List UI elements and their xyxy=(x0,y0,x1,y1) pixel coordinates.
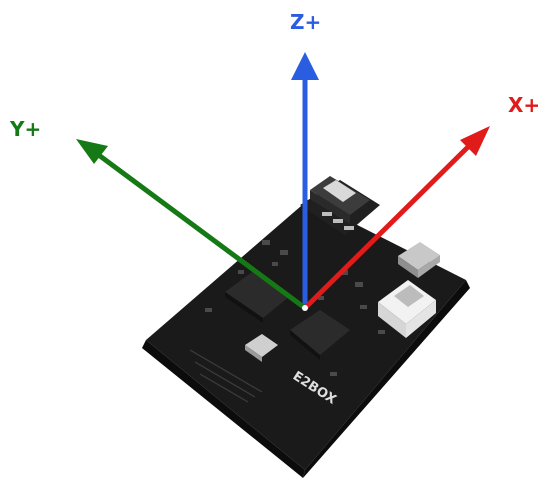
axes xyxy=(76,52,490,311)
pcb-edge xyxy=(142,340,305,478)
y-axis-label: Y+ xyxy=(9,117,41,141)
crystal xyxy=(245,334,278,362)
x-axis-label: X+ xyxy=(508,93,540,117)
usb-connector xyxy=(398,242,440,278)
slide-switch xyxy=(310,176,370,224)
y-axis xyxy=(76,139,307,311)
x-axis-line xyxy=(303,141,474,310)
y-arrow-head-icon xyxy=(76,139,108,164)
imu-chip xyxy=(225,272,290,323)
x-arrow-head-icon xyxy=(460,126,490,156)
silkscreen-lines xyxy=(189,349,263,403)
switch-pins xyxy=(322,212,354,230)
origin-point xyxy=(302,305,308,311)
white-connector xyxy=(378,280,436,338)
z-axis xyxy=(291,52,319,308)
z-arrow-head-icon xyxy=(291,52,319,80)
y-axis-line xyxy=(94,150,307,311)
sensor-board: E2BOX xyxy=(142,176,470,478)
mcu-chip xyxy=(290,310,350,360)
pcb-edge-right xyxy=(303,280,470,478)
x-axis xyxy=(303,126,490,310)
z-axis-label: Z+ xyxy=(290,10,321,34)
